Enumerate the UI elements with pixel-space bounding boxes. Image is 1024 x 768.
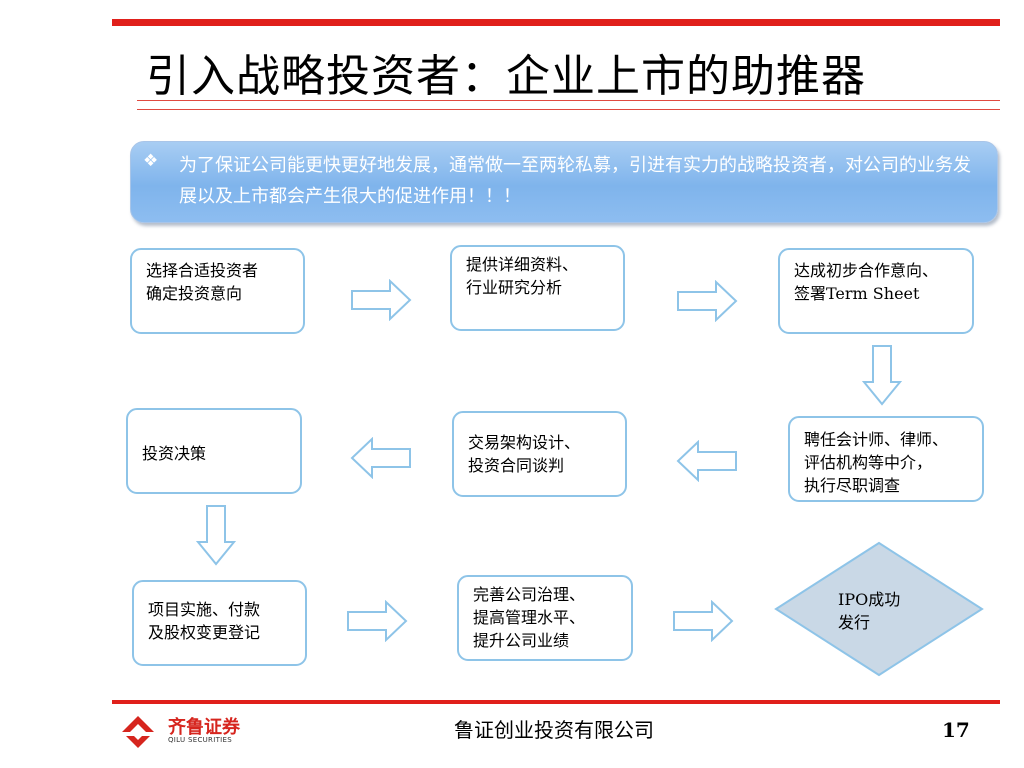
step-text-line: 选择合适投资者 — [146, 261, 259, 280]
step-text-line: 交易架构设计、 — [468, 433, 581, 452]
right-arrow-icon — [673, 600, 734, 642]
logo-chinese-name: 齐鲁证券 — [168, 717, 240, 738]
step-text-line: 提升公司业绩 — [473, 631, 570, 650]
right-arrow-icon — [677, 280, 738, 322]
step-text-line: 提供详细资料、 — [466, 255, 579, 274]
step-provide-materials: 提供详细资料、 行业研究分析 — [450, 245, 625, 331]
ipo-label-line: 发行 — [838, 613, 871, 632]
top-accent-bar — [112, 19, 1000, 26]
left-arrow-icon — [350, 437, 411, 479]
title-underline-secondary — [137, 109, 1000, 110]
step-text-line: 行业研究分析 — [466, 278, 563, 297]
callout-text: 为了保证公司能更快更好地发展，通常做一至两轮私募，引进有实力的战略投资者，对公司… — [179, 155, 971, 207]
down-arrow-icon — [862, 345, 902, 406]
step-due-diligence: 聘任会计师、律师、 评估机构等中介， 执行尽职调查 — [788, 416, 984, 502]
step-text-line: 项目实施、付款 — [148, 600, 261, 619]
down-arrow-icon — [196, 505, 236, 566]
left-arrow-icon — [676, 440, 737, 482]
step-text-line: 评估机构等中介， — [804, 453, 933, 472]
step-text-line: 执行尽职调查 — [804, 476, 901, 495]
logo-english-name: QILU SECURITIES — [168, 736, 232, 744]
step-governance: 完善公司治理、 提高管理水平、 提升公司业绩 — [457, 575, 633, 661]
footer-company-name: 鲁证创业投资有限公司 — [454, 718, 654, 742]
step-text-line: 及股权变更登记 — [148, 623, 261, 642]
page-number: 17 — [942, 718, 970, 742]
right-arrow-icon — [351, 279, 412, 321]
step-text-line: 确定投资意向 — [146, 284, 243, 303]
step-text-line: 完善公司治理、 — [473, 585, 586, 604]
step-text-line: 投资合同谈判 — [468, 456, 565, 475]
bottom-accent-bar — [112, 700, 1000, 704]
slide-title: 引入战略投资者：企业上市的助推器 — [146, 51, 866, 102]
intro-callout: ❖ 为了保证公司能更快更好地发展，通常做一至两轮私募，引进有实力的战略投资者，对… — [130, 141, 998, 223]
step-text-line: 投资决策 — [142, 444, 207, 463]
step-text-line: 达成初步合作意向、 — [794, 261, 939, 280]
step-text-line: 签署Term Sheet — [794, 284, 920, 303]
ipo-diamond-label: IPO成功 发行 — [838, 588, 900, 634]
step-investment-decision: 投资决策 — [126, 408, 302, 494]
ipo-label-line: IPO成功 — [838, 590, 901, 609]
step-text-line: 提高管理水平、 — [473, 608, 586, 627]
step-implementation: 项目实施、付款 及股权变更登记 — [132, 580, 307, 666]
step-text-line: 聘任会计师、律师、 — [804, 430, 949, 449]
step-select-investor: 选择合适投资者 确定投资意向 — [130, 248, 305, 334]
step-term-sheet: 达成初步合作意向、 签署Term Sheet — [778, 248, 974, 334]
ipo-diamond — [774, 541, 984, 677]
step-deal-structure: 交易架构设计、 投资合同谈判 — [452, 411, 627, 497]
title-underline — [137, 100, 1000, 101]
diamond-bullet-icon: ❖ — [143, 151, 159, 171]
right-arrow-icon — [347, 600, 408, 642]
qilu-logo-icon — [122, 716, 154, 748]
